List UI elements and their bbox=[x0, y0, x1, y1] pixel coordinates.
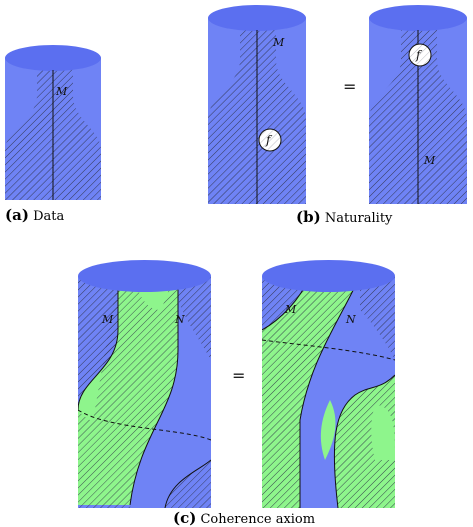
caption-tag: (b) bbox=[296, 208, 321, 226]
cylinder-coherence-right: M N bbox=[262, 260, 395, 508]
caption-text: Data bbox=[33, 209, 65, 224]
label-n: N bbox=[345, 313, 356, 326]
caption-tag: (c) bbox=[173, 509, 197, 527]
cylinder-naturality-left: M f bbox=[208, 5, 306, 204]
coupon-f-label: f bbox=[415, 48, 423, 62]
cylinder-top bbox=[369, 5, 467, 31]
caption-data: (a) Data bbox=[5, 206, 64, 224]
caption-text: Coherence axiom bbox=[200, 512, 316, 527]
coupon-f-label: f bbox=[265, 133, 273, 147]
equals-sign: = bbox=[232, 366, 245, 385]
cylinder-top bbox=[78, 260, 211, 292]
cylinder-naturality-right: f M bbox=[369, 5, 467, 204]
label-m: M bbox=[55, 85, 68, 98]
label-m: M bbox=[101, 313, 114, 326]
cylinder-top bbox=[208, 5, 306, 31]
label-m: M bbox=[423, 154, 436, 167]
caption-tag: (a) bbox=[5, 206, 29, 224]
cylinder-top bbox=[262, 260, 395, 292]
cylinder-top bbox=[5, 45, 101, 71]
label-m: M bbox=[284, 303, 297, 316]
caption-coherence: (c) Coherence axiom bbox=[173, 509, 315, 527]
caption-naturality: (b) Naturality bbox=[296, 208, 392, 226]
equals-sign: = bbox=[343, 77, 356, 96]
cylinder-data: M bbox=[5, 45, 101, 200]
cylinder-coherence-left: M N bbox=[78, 260, 211, 508]
label-n: N bbox=[174, 313, 185, 326]
label-m: M bbox=[272, 36, 285, 49]
caption-text: Naturality bbox=[324, 211, 393, 226]
